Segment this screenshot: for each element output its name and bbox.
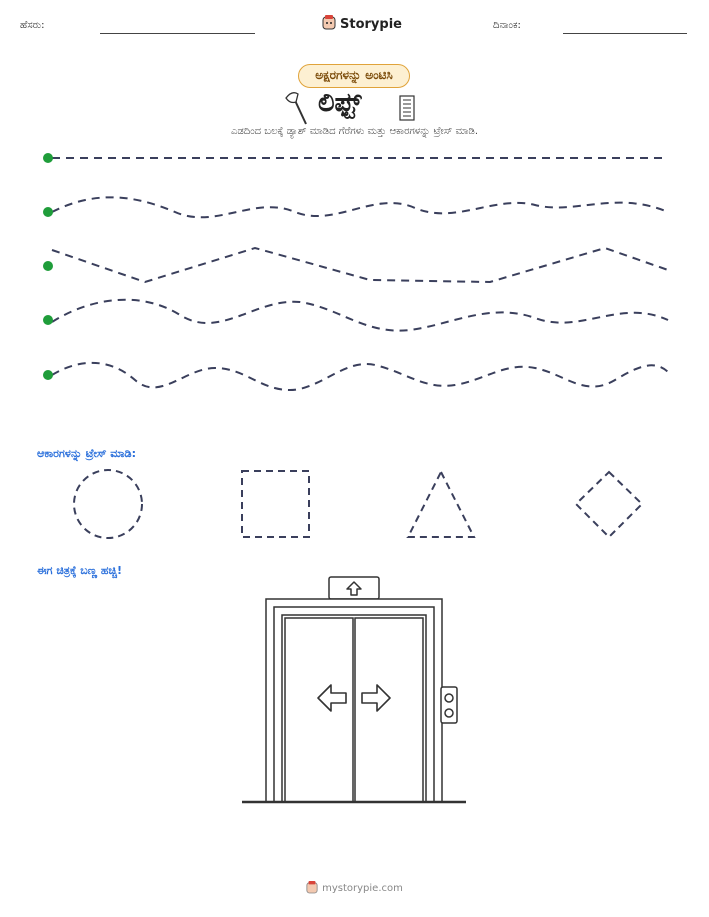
- page-title: ಲಿಫ್ಟ್: [318, 88, 362, 118]
- name-line[interactable]: [100, 33, 255, 34]
- trace-shape-square: [241, 470, 310, 538]
- start-dot-3: [43, 261, 53, 271]
- start-dot-1: [43, 153, 53, 163]
- axe-icon: [285, 92, 307, 125]
- elevator-illustration: [242, 576, 466, 804]
- footer: mystorypie.com: [0, 880, 709, 897]
- date-label: ದಿನಾಂಕ:: [493, 20, 521, 31]
- section-shapes-heading: ಆಕಾರಗಳನ್ನು ಟ್ರೇಸ್ ಮಾಡಿ:: [37, 447, 136, 460]
- trace-line-wave-3: [51, 361, 669, 392]
- instruction-text: ಎಡದಿಂದ ಬಲಕ್ಕೆ ಡ್ಯಾಶ್ ಮಾಡಿದ ಗೆರೆಗಳು ಮತ್ತು…: [230, 126, 479, 137]
- trace-shape-circle: [73, 469, 143, 539]
- trace-line-wave-2: [51, 298, 669, 332]
- start-dot-4: [43, 315, 53, 325]
- storypie-logo-icon: [322, 14, 336, 34]
- elevator-door-right: [354, 617, 424, 803]
- brand-name: Storypie: [340, 16, 402, 32]
- brand-logo: Storypie: [322, 14, 402, 34]
- trace-shape-triangle: [406, 469, 476, 538]
- elevator-door-left: [284, 617, 354, 803]
- building-icon: [399, 95, 415, 121]
- elevator-left-arrow-icon: [317, 684, 347, 712]
- storypie-footer-logo-icon: [306, 880, 318, 897]
- trace-shape-diamond: [574, 470, 644, 539]
- title-pill: ಅಕ್ಷರಗಳನ್ನು ಅಂಟಿಸಿ: [298, 64, 410, 88]
- tracing-shapes: [73, 469, 644, 539]
- elevator-up-arrow-icon: [346, 581, 362, 596]
- trace-line-zigzag: [51, 246, 669, 284]
- elevator-right-arrow-icon: [361, 684, 391, 712]
- trace-line-wave-1: [51, 196, 669, 219]
- start-dot-2: [43, 207, 53, 217]
- footer-url[interactable]: mystorypie.com: [322, 883, 403, 894]
- section-color-heading: ಈಗ ಚಿತ್ರಕ್ಕೆ ಬಣ್ಣ ಹಚ್ಚಿ!: [37, 564, 123, 577]
- date-line[interactable]: [563, 33, 687, 34]
- start-dot-5: [43, 370, 53, 380]
- name-label: ಹೆಸರು:: [20, 20, 45, 31]
- tracing-lines: [43, 153, 669, 392]
